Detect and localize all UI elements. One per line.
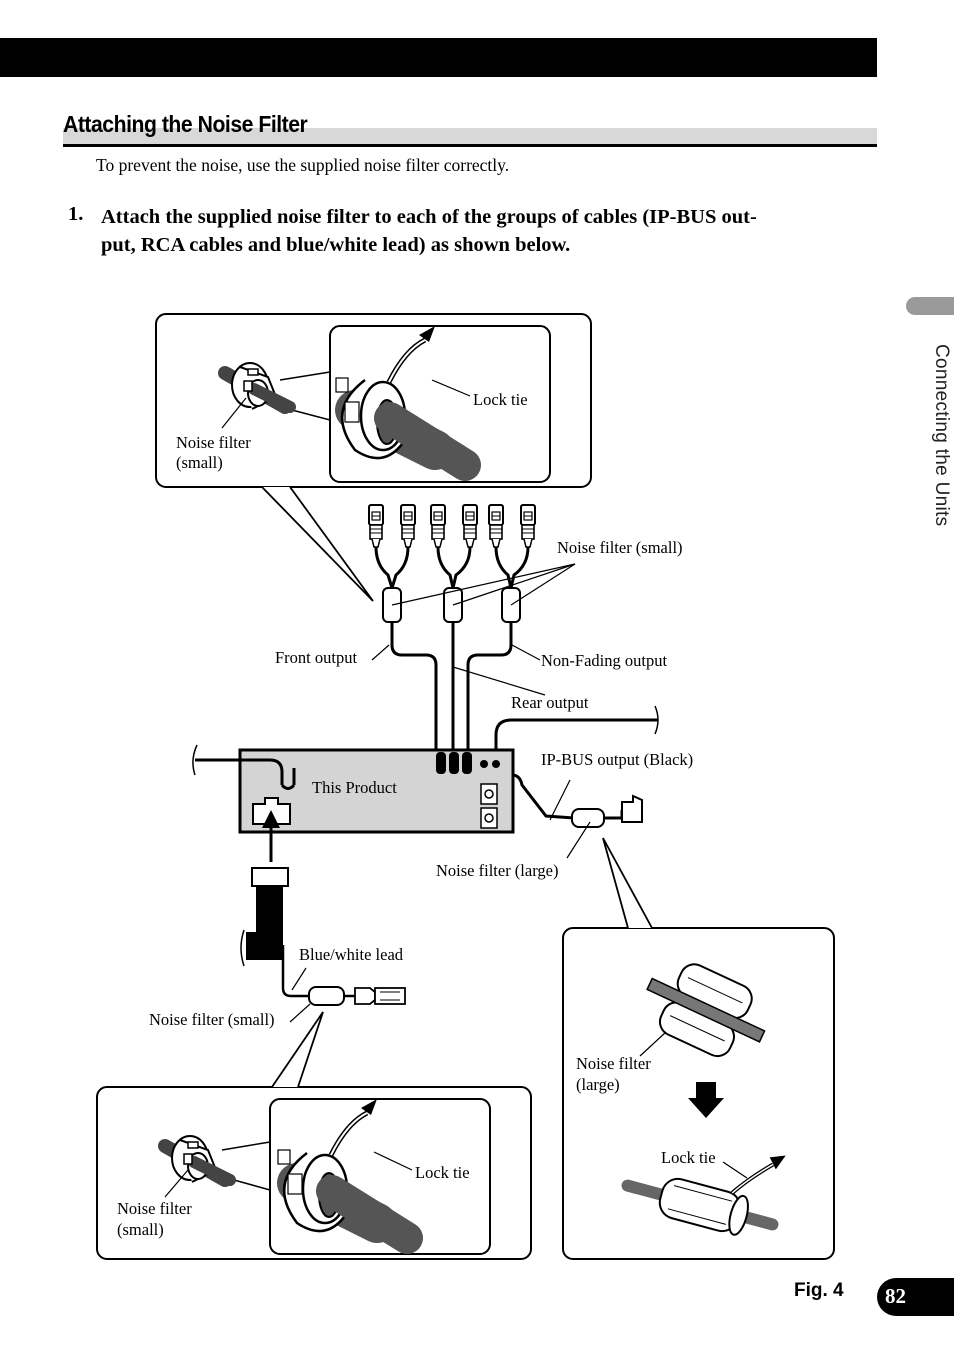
this-product-unit: This Product	[192, 744, 515, 834]
step-number: 1.	[68, 203, 84, 225]
rca-plug-4	[462, 504, 478, 548]
section-title-band	[63, 128, 877, 144]
label-rear-output: Rear output	[511, 693, 589, 712]
leader-lines-rca	[371, 563, 576, 696]
ip-bus-connector	[621, 794, 643, 823]
label-small-bottom-left: (small)	[117, 1220, 164, 1239]
noise-filter-large-ipbus	[571, 808, 605, 828]
label-noise-filter-large-callout: Noise filter	[576, 1054, 651, 1073]
figure-label: Fig. 4	[794, 1280, 844, 1301]
arrow-down-icon	[688, 1082, 724, 1118]
label-noise-filter-large: Noise filter (large)	[436, 861, 558, 880]
rca-plugs	[368, 504, 536, 548]
callout-small-filter-bottom: Lock tie Noise filter (small)	[96, 1011, 532, 1260]
rca-plug-2	[400, 504, 416, 548]
label-small-top: (small)	[176, 453, 223, 472]
rca-plug-3	[430, 504, 446, 548]
label-noise-filter-small-rca: Noise filter (small)	[557, 538, 683, 557]
label-lock-tie-bottom-left: Lock tie	[415, 1163, 470, 1182]
rca-plug-5	[488, 504, 504, 548]
label-noise-filter-small-lead: Noise filter (small)	[149, 1010, 275, 1029]
step-text-line-1: Attach the supplied noise filter to each…	[101, 206, 757, 228]
rca-plug-6	[520, 504, 536, 548]
label-this-product: This Product	[312, 778, 397, 797]
label-ip-bus-output: IP-BUS output (Black)	[541, 750, 693, 769]
step-text-line-2: put, RCA cables and blue/white lead) as …	[101, 234, 571, 256]
side-section-label: Connecting the Units	[931, 344, 952, 527]
label-large-callout: (large)	[576, 1075, 620, 1094]
side-tab	[906, 297, 954, 315]
label-lock-tie-top: Lock tie	[473, 390, 528, 409]
noise-filter-large-open-icon	[646, 963, 766, 1058]
label-non-fading-output: Non-Fading output	[541, 651, 667, 670]
rca-plug-1	[368, 504, 384, 548]
section-title-rule	[63, 144, 877, 147]
label-lock-tie-bottom-right: Lock tie	[661, 1148, 716, 1167]
page-number: 82	[877, 1278, 954, 1316]
rca-cables	[374, 546, 530, 752]
noise-filter-large-closed-icon	[621, 1155, 786, 1236]
intro-text: To prevent the noise, use the supplied n…	[96, 155, 510, 175]
power-harness	[240, 810, 289, 967]
label-noise-filter-bottom-left: Noise filter	[117, 1199, 192, 1218]
rca-noise-filters	[382, 587, 521, 623]
blue-white-lead: Blue/white lead Noise filter (small)	[149, 945, 406, 1029]
header-bar	[0, 38, 877, 77]
label-noise-filter-top: Noise filter	[176, 433, 251, 452]
callout-small-filter-top: Lock tie Noise filter (small)	[155, 314, 592, 602]
label-blue-white-lead: Blue/white lead	[299, 945, 404, 964]
section-title: Attaching the Noise Filter	[63, 111, 308, 137]
callout-large-filter: Noise filter (large) Lock tie	[562, 837, 835, 1260]
step-text: Attach the supplied noise filter to each…	[101, 203, 861, 259]
label-front-output: Front output	[275, 648, 357, 667]
